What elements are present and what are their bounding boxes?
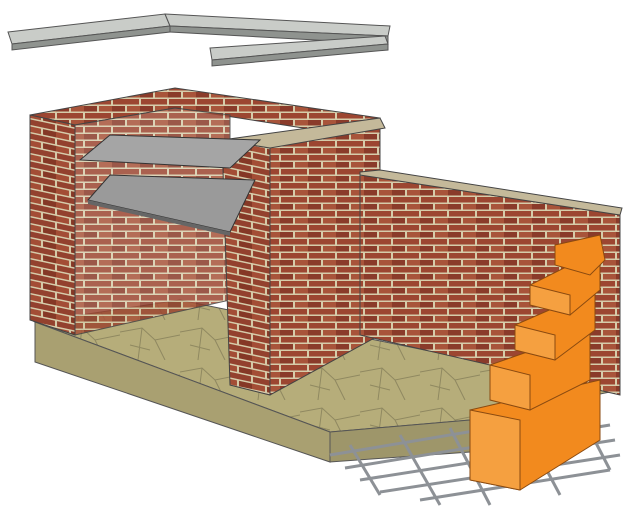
orange-brick-stack	[469, 234, 606, 491]
grill-racks	[78, 134, 262, 236]
top-cap-slab	[7, 13, 391, 67]
bbq-brick-enclosure	[29, 87, 386, 396]
